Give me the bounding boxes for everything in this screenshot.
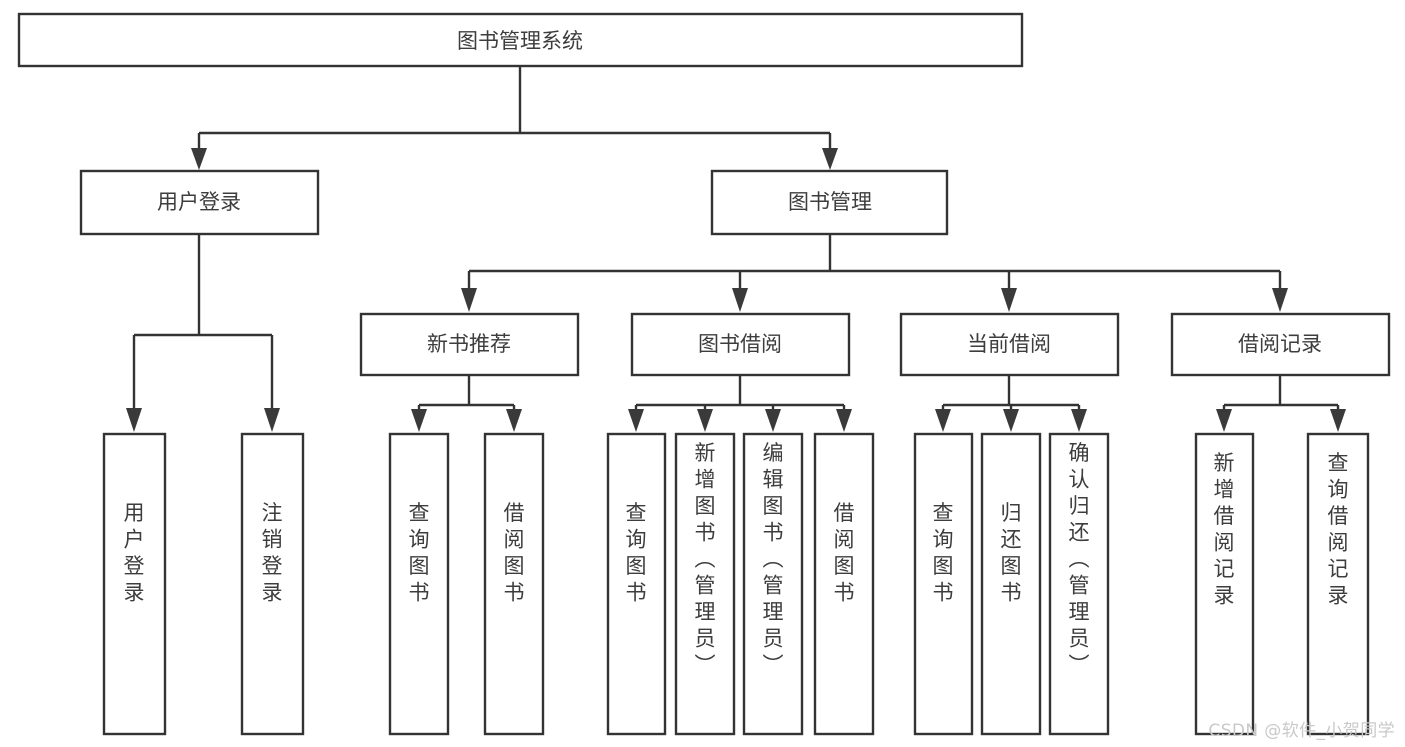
node-borrow-record-box[interactable] (1170, 312, 1391, 377)
arrow-head-leaf-add-record (1216, 409, 1232, 432)
node-leaf-borrow-book-1-label: 借阅图书 (504, 501, 525, 605)
node-root-label: 图书管理系统 (457, 29, 583, 53)
arrow-head-borrow-record (1272, 288, 1288, 312)
node-book-manage[interactable]: 图书管理 (710, 169, 949, 236)
node-leaf-edit-book-box[interactable] (742, 432, 804, 736)
node-new-book-rec[interactable]: 新书推荐 (359, 312, 580, 377)
arrow-head-leaf-add-book (697, 409, 713, 432)
node-leaf-borrow-book-1-box[interactable] (483, 432, 545, 736)
node-book-manage-box[interactable] (710, 169, 949, 236)
node-leaf-add-record[interactable]: 新增借阅记录 (1194, 432, 1255, 736)
node-leaf-query-record[interactable]: 查询借阅记录 (1306, 432, 1370, 736)
node-leaf-logout-box[interactable] (240, 432, 305, 736)
arrow-head-leaf-borrow-book-2 (836, 409, 852, 432)
node-leaf-edit-book[interactable]: 编辑图书︵管理员︶ (742, 432, 804, 736)
node-leaf-return-book-label: 归还图书 (1001, 501, 1022, 605)
arrow-head-leaf-logout (264, 408, 280, 432)
node-current-borrow-box[interactable] (899, 312, 1120, 377)
arrow-head-book-manage (822, 148, 838, 170)
node-book-borrow-label: 图书借阅 (698, 332, 782, 356)
connector-layer (126, 66, 1346, 432)
arrow-head-current-borrow (1001, 288, 1017, 312)
node-leaf-add-record-label: 新增借阅记录 (1214, 451, 1235, 608)
node-user-login-box[interactable] (79, 169, 320, 236)
node-leaf-borrow-book-2[interactable]: 借阅图书 (813, 432, 875, 736)
arrow-head-leaf-confirm-return (1071, 409, 1087, 432)
arrow-head-leaf-query-book-1 (411, 409, 427, 432)
node-user-login[interactable]: 用户登录 (79, 169, 320, 236)
node-leaf-query-book-1-box[interactable] (388, 432, 450, 736)
node-leaf-return-book-box[interactable] (980, 432, 1042, 736)
node-leaf-user-login-label: 用户登录 (124, 501, 145, 605)
node-leaf-query-book-3-box[interactable] (913, 432, 974, 736)
node-leaf-borrow-book-2-label: 借阅图书 (834, 501, 855, 605)
node-leaf-add-book-label: 新增图书︵管理员︶ (695, 441, 716, 677)
arrow-head-book-borrow (732, 288, 748, 312)
node-leaf-query-book-2-box[interactable] (606, 432, 667, 736)
node-leaf-logout[interactable]: 注销登录 (240, 432, 305, 736)
node-leaf-add-record-box[interactable] (1194, 432, 1255, 736)
arrow-head-leaf-query-book-2 (628, 409, 644, 432)
node-leaf-confirm-return-box[interactable] (1048, 432, 1110, 736)
node-book-manage-label: 图书管理 (788, 190, 872, 214)
arrow-head-leaf-edit-book (765, 409, 781, 432)
node-leaf-add-book[interactable]: 新增图书︵管理员︶ (674, 432, 736, 736)
node-leaf-add-book-box[interactable] (674, 432, 736, 736)
node-borrow-record[interactable]: 借阅记录 (1170, 312, 1391, 377)
node-book-borrow-box[interactable] (630, 312, 851, 377)
arrow-head-leaf-borrow-book-1 (506, 409, 522, 432)
node-leaf-edit-book-label: 编辑图书︵管理员︶ (763, 441, 784, 677)
arrow-head-leaf-return-book (1003, 409, 1019, 432)
node-root-box[interactable] (17, 12, 1024, 68)
node-book-borrow[interactable]: 图书借阅 (630, 312, 851, 377)
node-leaf-query-book-1-label: 查询图书 (409, 501, 430, 605)
node-leaf-query-book-3[interactable]: 查询图书 (913, 432, 974, 736)
node-leaf-borrow-book-1[interactable]: 借阅图书 (483, 432, 545, 736)
node-new-book-rec-box[interactable] (359, 312, 580, 377)
node-leaf-query-book-2-label: 查询图书 (626, 501, 647, 605)
node-new-book-rec-label: 新书推荐 (427, 332, 511, 356)
node-leaf-query-book-3-label: 查询图书 (933, 501, 954, 605)
node-leaf-user-login[interactable]: 用户登录 (102, 432, 167, 736)
node-leaf-confirm-return[interactable]: 确认归还︵管理员︶ (1048, 432, 1110, 736)
node-leaf-query-record-box[interactable] (1306, 432, 1370, 736)
arrow-head-user-login (191, 148, 207, 170)
node-user-login-label: 用户登录 (157, 190, 241, 214)
arrow-head-leaf-user-login (126, 408, 142, 432)
arrow-head-leaf-query-record (1330, 409, 1346, 432)
node-leaf-borrow-book-2-box[interactable] (813, 432, 875, 736)
node-leaf-query-record-label: 查询借阅记录 (1328, 451, 1349, 608)
arrow-head-new-book-rec (461, 288, 477, 312)
node-leaf-query-book-1[interactable]: 查询图书 (388, 432, 450, 736)
node-current-borrow[interactable]: 当前借阅 (899, 312, 1120, 377)
node-borrow-record-label: 借阅记录 (1238, 332, 1322, 356)
arrow-head-leaf-query-book-3 (935, 409, 951, 432)
node-leaf-return-book[interactable]: 归还图书 (980, 432, 1042, 736)
node-leaf-query-book-2[interactable]: 查询图书 (606, 432, 667, 736)
node-root[interactable]: 图书管理系统 (17, 12, 1024, 68)
node-current-borrow-label: 当前借阅 (967, 332, 1051, 356)
node-leaf-user-login-box[interactable] (102, 432, 167, 736)
node-leaf-logout-label: 注销登录 (262, 501, 283, 605)
node-leaf-confirm-return-label: 确认归还︵管理员︶ (1069, 441, 1090, 677)
